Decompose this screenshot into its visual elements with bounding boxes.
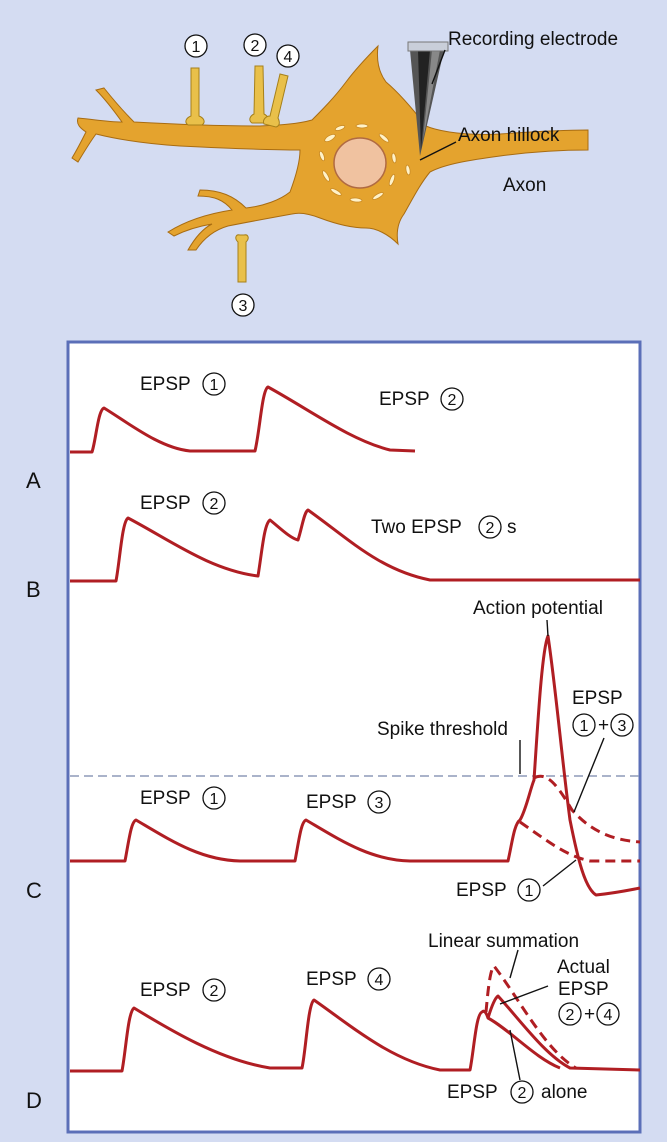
- synapse-3-terminal: [235, 234, 249, 283]
- c-epsp3-circle: [367, 790, 391, 814]
- neuron-leaders: [419, 49, 457, 161]
- neuron-body: [71, 44, 589, 251]
- recording-electrode-label: Recording electrode: [448, 29, 618, 50]
- d-alone-prefix: EPSP: [447, 1082, 498, 1103]
- b-epsp2-label: EPSP: [140, 493, 191, 514]
- a-epsp1-num: 1: [210, 377, 219, 394]
- d-actual-epsp-label: EPSP: [558, 979, 609, 1000]
- row-label-b: B: [26, 577, 41, 602]
- b-epsp2-num: 2: [210, 496, 219, 513]
- d-leaders: [499, 949, 549, 1081]
- axon-label: Axon: [503, 175, 546, 196]
- c-epsp1b-label: EPSP: [456, 880, 507, 901]
- b-epsp2-circle: [202, 491, 226, 515]
- axon-hillock-label: Axon hillock: [458, 125, 560, 146]
- synapse-4-label: 4: [284, 49, 293, 66]
- d-sum-circle-b: [596, 1002, 620, 1026]
- d-alone-suffix: alone: [541, 1082, 588, 1103]
- d-epsp2-num: 2: [210, 983, 219, 1000]
- synapse-number-circles: [184, 33, 300, 317]
- trace-d-dashed: [484, 963, 577, 1070]
- d-alone-circle: [510, 1080, 534, 1104]
- c-sum-circle-a: [572, 713, 596, 737]
- synapse-1-label: 1: [192, 39, 201, 56]
- synapse-1-terminal: [185, 67, 205, 126]
- b-two-circle: [478, 515, 502, 539]
- c-epsp3-label: EPSP: [306, 792, 357, 813]
- d-linear-summation-label: Linear summation: [428, 931, 579, 952]
- row-label-d: D: [26, 1088, 42, 1113]
- c-epsp1b-circle: [517, 878, 541, 902]
- c-sum-plus: +: [598, 715, 609, 736]
- d-epsp2-circle: [202, 978, 226, 1002]
- c-epsp3-num: 3: [375, 795, 384, 812]
- d-sum-a: 2: [566, 1007, 575, 1024]
- c-epsp1-num: 1: [210, 791, 219, 808]
- row-label-c: C: [26, 878, 42, 903]
- d-sum-circle-a: [558, 1002, 582, 1026]
- d-sum-b: 4: [604, 1007, 613, 1024]
- trace-c-dashed: [519, 774, 641, 863]
- synaptic-terminals: [185, 65, 289, 283]
- a-epsp2-num: 2: [448, 392, 457, 409]
- d-alone-num: 2: [518, 1085, 527, 1102]
- b-two-num: 2: [486, 520, 495, 537]
- d-actual-label: Actual: [557, 957, 610, 978]
- trace-a: [70, 385, 416, 454]
- trace-b: [70, 508, 640, 583]
- c-sum-circle-b: [610, 713, 634, 737]
- synapse-2-label: 2: [251, 38, 260, 55]
- d-epsp4-label: EPSP: [306, 969, 357, 990]
- c-sum-a: 1: [580, 718, 589, 735]
- d-epsp2-label: EPSP: [140, 980, 191, 1001]
- nissl-bodies: [319, 123, 411, 203]
- c-epsp1-circle: [202, 786, 226, 810]
- c-epsp-sum-label: EPSP: [572, 688, 623, 709]
- b-two-suffix: s: [507, 517, 517, 538]
- a-epsp2-circle: [440, 387, 464, 411]
- c-epsp1-label: EPSP: [140, 788, 191, 809]
- neuron-illustration: [71, 44, 589, 251]
- a-epsp1-circle: [202, 372, 226, 396]
- d-sum-plus: +: [584, 1004, 595, 1025]
- traces-panel: [66, 340, 642, 1134]
- c-epsp1b-num: 1: [525, 883, 534, 900]
- a-epsp2-label: EPSP: [379, 389, 430, 410]
- nucleus: [333, 137, 387, 189]
- synapse-4-terminal: [263, 73, 289, 128]
- d-epsp4-num: 4: [375, 972, 384, 989]
- row-label-a: A: [26, 468, 41, 493]
- trace-d: [70, 994, 641, 1073]
- c-action-potential-label: Action potential: [473, 598, 603, 619]
- c-sum-b: 3: [618, 718, 627, 735]
- trace-c: [70, 634, 641, 897]
- synapse-3-label: 3: [239, 298, 248, 315]
- d-epsp4-circle: [367, 967, 391, 991]
- c-leaders: [519, 619, 605, 887]
- a-epsp1-label: EPSP: [140, 374, 191, 395]
- b-two-prefix: Two EPSP: [371, 517, 462, 538]
- c-spike-threshold-label: Spike threshold: [377, 719, 508, 740]
- synapse-2-terminal: [249, 65, 269, 124]
